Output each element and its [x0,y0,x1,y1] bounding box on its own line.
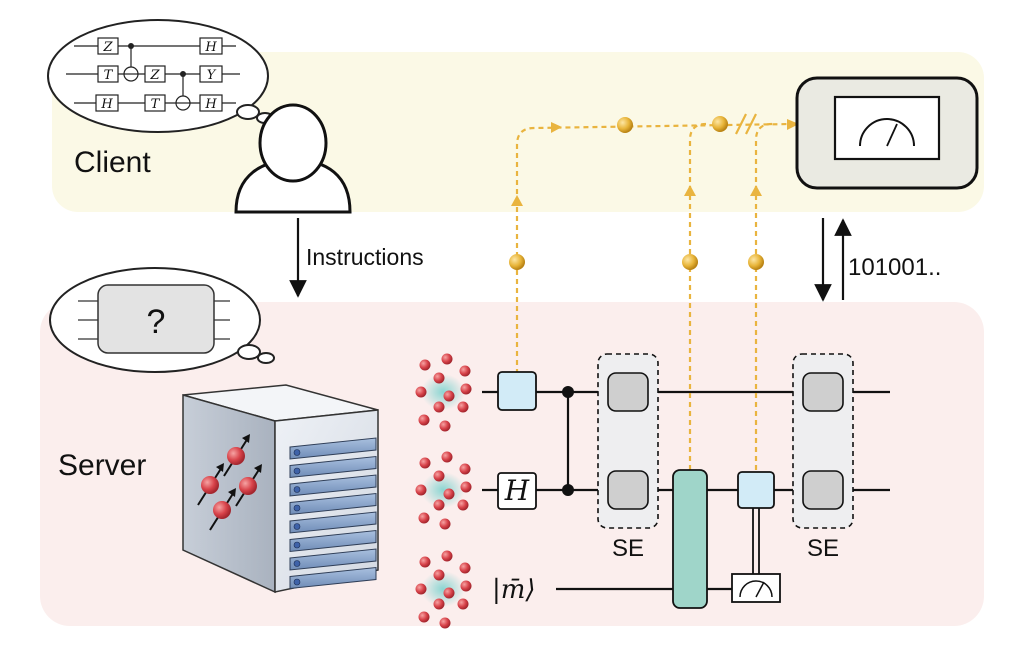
atom [457,598,469,610]
spin-qubit [209,488,236,531]
atom [433,372,445,384]
atom-cluster [415,353,472,432]
instructions-label: Instructions [306,244,424,270]
client-thought-bubble: Z H T Z Y H T H [47,19,274,133]
se-label-2: SE [807,535,839,562]
server-thought-bubble: ? [49,267,275,373]
rack-slot [289,511,377,534]
atom [439,617,451,629]
atom [457,499,469,511]
client-measurement-device [795,76,979,190]
atom [418,611,430,623]
photon-arrowheads [511,119,799,206]
atom [459,463,471,475]
atom [441,550,453,562]
ancilla-measurement-icon [731,573,781,603]
atom [460,383,472,395]
atom [418,512,430,524]
atom [433,401,445,413]
result-bits-label: 101001.. [848,254,941,281]
unknown-computation-mark: ? [147,303,166,341]
se-gate [802,470,844,510]
server-rack-slots [289,437,377,590]
gate-t-1: T [104,68,114,83]
atom [439,420,451,432]
atom-clusters [415,353,472,629]
gate-z-2: Z [149,68,160,83]
gate-h-1: H [204,40,217,55]
photons [509,116,764,270]
rack-slot [289,455,377,479]
rack-slot [289,529,377,553]
rack-slot [289,548,377,571]
se-gate [607,470,649,510]
atom [415,386,427,398]
atom [433,598,445,610]
spin-qubit [235,464,262,507]
atom [419,556,431,568]
atom [419,457,431,469]
rack-slot [289,492,377,516]
atom [443,390,455,402]
cz-control-top [562,386,574,398]
atom [439,518,451,530]
client-person-icon [234,103,352,214]
hadamard-gate [497,472,537,510]
se-label-1: SE [612,535,644,562]
photon [712,116,728,132]
lossy-channel-mark [735,113,757,135]
rack-slot [289,474,377,497]
atom [460,481,472,493]
atom [441,353,453,365]
cz-control-bottom [562,484,574,496]
atom [443,587,455,599]
photon-emission-gate [497,371,537,411]
ancilla-state-label: |m̄⟩ [492,575,536,605]
atom [441,451,453,463]
rack-slot [289,437,377,460]
atom [415,484,427,496]
atom-cluster [415,550,472,629]
photon [682,254,698,270]
server-label: Server [58,449,146,482]
se-gate [802,372,844,412]
atom [418,414,430,426]
atom [459,562,471,574]
rack-slot [289,566,377,590]
gate-t-2: T [151,97,161,112]
photon-paths [515,122,793,470]
gate-h-3: H [204,97,217,112]
photon [509,254,525,270]
entangling-gate [672,469,708,609]
gate-z-1: Z [102,40,113,55]
photon-emission-gate-2 [737,471,775,509]
atom [433,470,445,482]
atom [415,583,427,595]
atom-cluster [415,451,472,530]
spin-qubit [223,434,250,477]
client-label: Client [74,146,151,179]
server-qubit-atoms [197,434,262,531]
atom [443,488,455,500]
atom [419,359,431,371]
atom [457,401,469,413]
spin-qubit [197,463,224,506]
atom [460,580,472,592]
gate-y: Y [207,68,217,83]
atom [459,365,471,377]
gate-h-2: H [100,97,113,112]
photon [617,117,633,133]
hadamard-label: H [504,474,530,507]
atom [433,569,445,581]
photon [748,254,764,270]
se-gate [607,372,649,412]
atom [433,499,445,511]
